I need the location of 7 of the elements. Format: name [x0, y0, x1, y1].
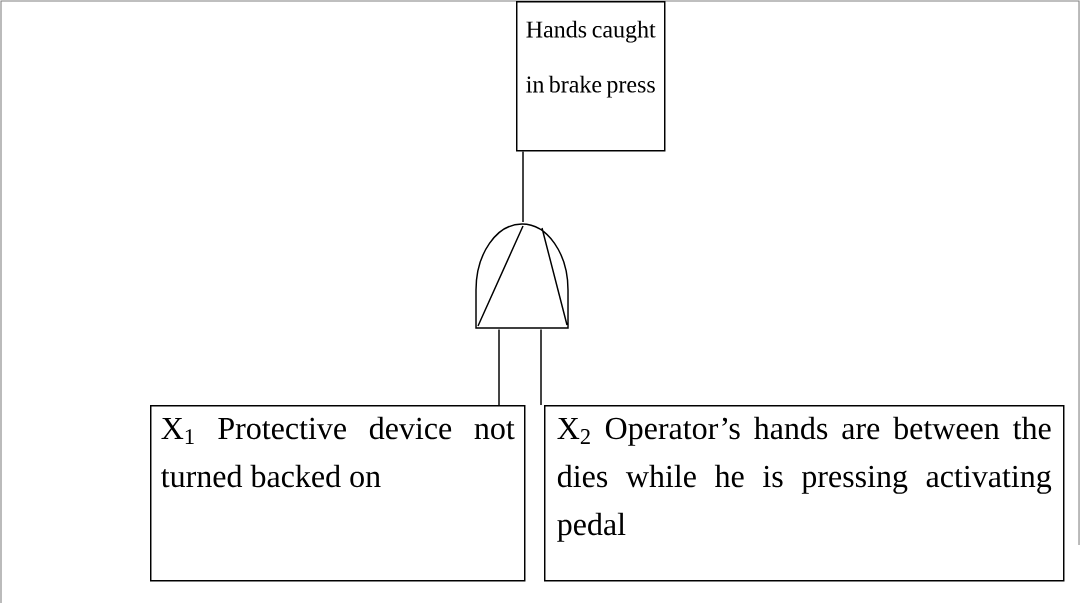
event-box: X$_{1}$ Protective device not turned backed on [150, 405, 526, 582]
connector-line [522, 150, 524, 223]
connector-line [498, 328, 500, 406]
connector-line [540, 328, 542, 406]
event-box: X$_{2}$ Operator’s hands are between the dies while he is pressing activating pedal [544, 405, 1065, 582]
and-gate-symbol [475, 223, 569, 329]
event-box: Hands caught in brake press [516, 1, 666, 152]
